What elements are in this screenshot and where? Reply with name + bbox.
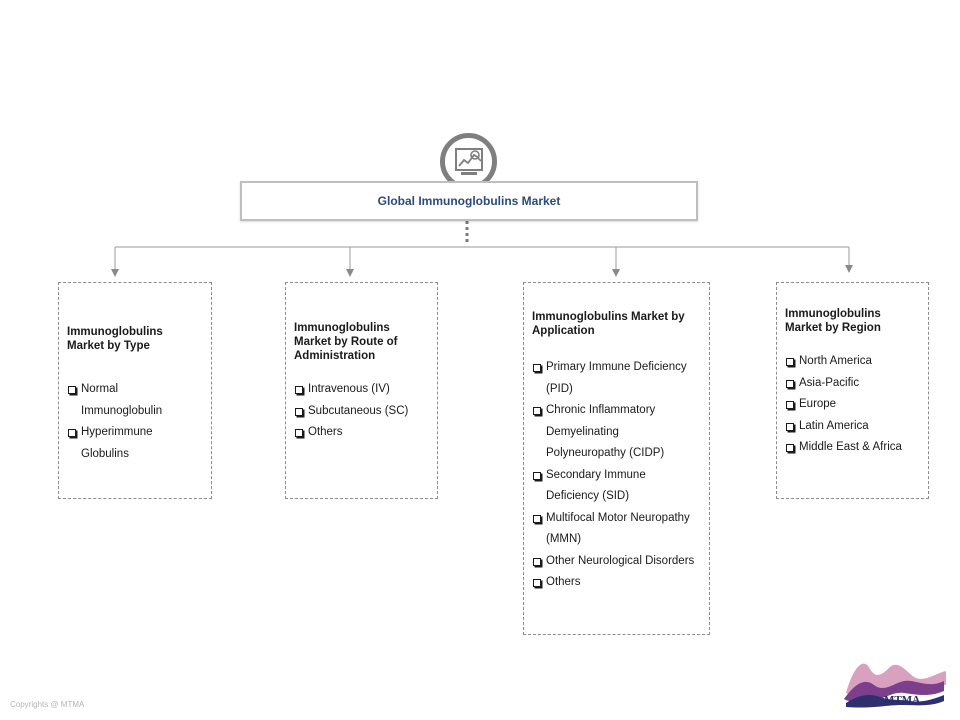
- checkbox-icon: [786, 401, 794, 409]
- segment-list-region: North America Asia-Pacific Europe Latin …: [785, 351, 920, 459]
- checkbox-icon: [295, 407, 303, 416]
- checkbox-icon: [68, 429, 76, 437]
- list-item: Multifocal Motor Neuropathy (MMN): [532, 508, 701, 551]
- checkbox-icon: [533, 579, 541, 587]
- list-item: Others: [532, 572, 701, 594]
- checkbox-icon: [786, 379, 794, 388]
- list-item-label: Asia-Pacific: [799, 376, 860, 389]
- list-item-label: Normal Immunoglobulin: [81, 383, 163, 417]
- segment-box-region: Immunoglobulins Market by Region North A…: [776, 282, 929, 499]
- list-item-label: Chronic Inflammatory Demyelinating Polyn…: [546, 404, 665, 459]
- hub-circle: [440, 133, 497, 190]
- list-item: Subcutaneous (SC): [294, 401, 429, 423]
- segment-list-application: Primary Immune Deficiency (PID) Chronic …: [532, 357, 701, 594]
- checkbox-icon: [533, 557, 541, 566]
- list-item-label: Other Neurological Disorders: [546, 554, 695, 567]
- list-item: Middle East & Africa: [785, 437, 920, 459]
- segment-title-type: Immunoglobulins Market by Type: [67, 326, 163, 352]
- segment-title-application: Immunoglobulins Market by Application: [532, 311, 685, 337]
- list-item-label: Intravenous (IV): [308, 383, 390, 395]
- segment-list-route: Intravenous (IV) Subcutaneous (SC) Other…: [294, 379, 429, 444]
- segment-title-region: Immunoglobulins Market by Region: [785, 308, 881, 334]
- list-item-label: Secondary Immune Deficiency (SID): [546, 468, 646, 503]
- list-item: Chronic Inflammatory Demyelinating Polyn…: [532, 400, 701, 465]
- market-title-box: Global Immunoglobulins Market: [240, 181, 698, 221]
- checkbox-icon: [68, 386, 76, 394]
- list-item: Asia-Pacific: [785, 373, 920, 395]
- list-item: Latin America: [785, 416, 920, 438]
- list-item-label: Latin America: [799, 419, 869, 432]
- checkbox-icon: [533, 364, 541, 372]
- copyright-text: Copyrights @ MTMA: [10, 700, 85, 709]
- segment-box-type: Immunoglobulins Market by Type Normal Im…: [58, 282, 212, 499]
- checkbox-icon: [786, 422, 794, 431]
- list-item: Normal Immunoglobulin: [67, 379, 191, 422]
- list-item-label: North America: [799, 355, 872, 367]
- list-item-label: Multifocal Motor Neuropathy (MMN): [546, 511, 690, 546]
- mtma-logo: MTMA: [844, 663, 946, 708]
- segment-title-route: Immunoglobulins Market by Route of Admin…: [294, 322, 398, 362]
- list-item-label: Primary Immune Deficiency (PID): [546, 361, 687, 395]
- list-item: Secondary Immune Deficiency (SID): [532, 465, 701, 508]
- list-item-label: Others: [546, 576, 581, 588]
- list-item-label: Subcutaneous (SC): [308, 404, 409, 417]
- segment-box-route: Immunoglobulins Market by Route of Admin…: [285, 282, 438, 499]
- checkbox-icon: [533, 471, 541, 480]
- list-item: North America: [785, 351, 920, 373]
- checkbox-icon: [533, 514, 541, 523]
- list-item-label: Hyperimmune Globulins: [81, 426, 153, 460]
- list-item: Other Neurological Disorders: [532, 551, 701, 573]
- checkbox-icon: [295, 386, 303, 394]
- checkbox-icon: [786, 444, 794, 452]
- list-item: Intravenous (IV): [294, 379, 429, 401]
- list-item: Europe: [785, 394, 920, 416]
- list-item: Others: [294, 422, 429, 444]
- list-item-label: Others: [308, 426, 343, 438]
- segment-list-type: Normal Immunoglobulin Hyperimmune Globul…: [67, 379, 203, 465]
- checkbox-icon: [786, 358, 794, 366]
- market-title: Global Immunoglobulins Market: [377, 194, 561, 208]
- market-analysis-icon: [454, 147, 483, 175]
- list-item-label: Europe: [799, 398, 837, 410]
- list-item-label: Middle East & Africa: [799, 441, 902, 453]
- logo-text: MTMA: [884, 694, 920, 706]
- segment-box-application: Immunoglobulins Market by Application Pr…: [523, 282, 710, 635]
- checkbox-icon: [295, 429, 303, 437]
- list-item: Primary Immune Deficiency (PID): [532, 357, 701, 400]
- list-item: Hyperimmune Globulins: [67, 422, 191, 465]
- checkbox-icon: [533, 407, 541, 415]
